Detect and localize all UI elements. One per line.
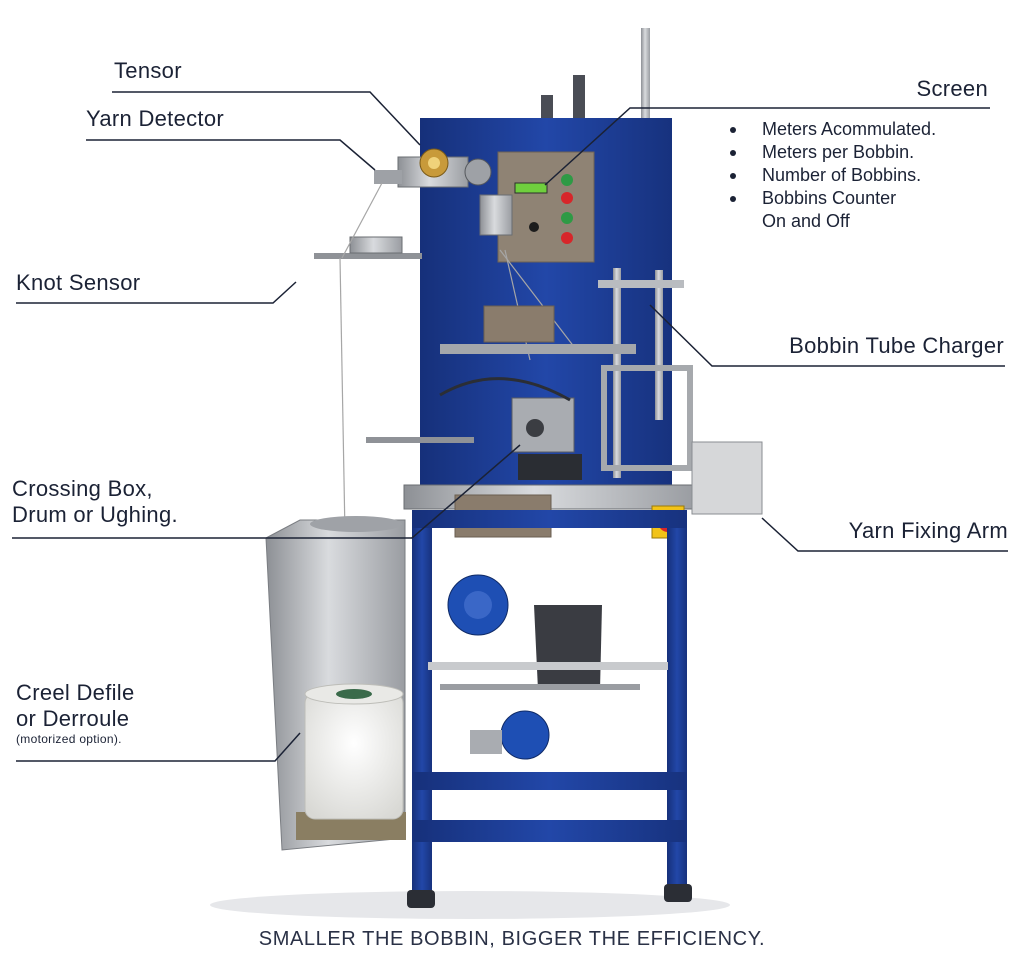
knot-sensor [314, 236, 422, 259]
leader-screen [544, 107, 990, 186]
screen-feature-item: Bobbins Counter On and Off [728, 187, 936, 233]
label-screen: Screen [916, 76, 988, 101]
floor-shadow [210, 891, 730, 919]
lcd-screen [514, 182, 548, 194]
leader-bobbin-tube-charger [649, 304, 1005, 367]
green-button [561, 212, 573, 224]
leader-tensor [112, 91, 421, 146]
screen-feature-item: Meters per Bobbin. [728, 141, 936, 164]
screen-feature-item: Number of Bobbins. [728, 164, 936, 187]
red-button [561, 192, 573, 204]
leader-crossing-box [12, 444, 521, 539]
tensor-assembly [374, 148, 513, 236]
label-creel-line2: or Derroule [16, 706, 130, 731]
leader-lines [12, 91, 1008, 762]
screen-feature-list: Meters Acommulated. Meters per Bobbin. N… [728, 118, 936, 233]
label-bobbin-tube-charger: Bobbin Tube Charger [789, 333, 1004, 358]
bobbin-tube-charger [440, 268, 693, 478]
label-knot-sensor: Knot Sensor [16, 270, 141, 295]
label-crossing-box-line2: Drum or Ughing. [12, 502, 178, 527]
label-yarn-fixing-arm: Yarn Fixing Arm [848, 518, 1008, 543]
green-button [561, 174, 573, 186]
tagline: SMALLER THE BOBBIN, BIGGER THE EFFICIENC… [258, 928, 766, 950]
label-creel: Creel Defile or Derroule (motorized opti… [16, 680, 135, 746]
feet [407, 884, 692, 908]
leader-creel [16, 732, 301, 762]
yarn-fixing-arm [691, 441, 763, 515]
leader-yarn-detector [86, 139, 376, 171]
lower-frame [412, 510, 687, 895]
control-panel [497, 151, 595, 263]
label-yarn-detector: Yarn Detector [86, 106, 224, 131]
label-creel-note: (motorized option). [16, 732, 122, 746]
label-tensor: Tensor [114, 58, 182, 83]
red-button [561, 232, 573, 244]
rear-post-left [541, 95, 553, 125]
screen-feature-item: Meters Acommulated. [728, 118, 936, 141]
leader-yarn-fixing-arm [761, 517, 1008, 552]
leader-knot-sensor [16, 281, 297, 304]
bobbin-chute [428, 605, 668, 690]
motor [447, 574, 550, 760]
rear-post-right [573, 75, 585, 125]
label-crossing-box-line1: Crossing Box, [12, 476, 153, 501]
yarn-spool [296, 683, 406, 840]
label-creel-line1: Creel Defile [16, 680, 135, 705]
knob [529, 222, 539, 232]
label-crossing-box: Crossing Box, Drum or Ughing. [12, 476, 178, 528]
crossing-box [366, 377, 695, 538]
